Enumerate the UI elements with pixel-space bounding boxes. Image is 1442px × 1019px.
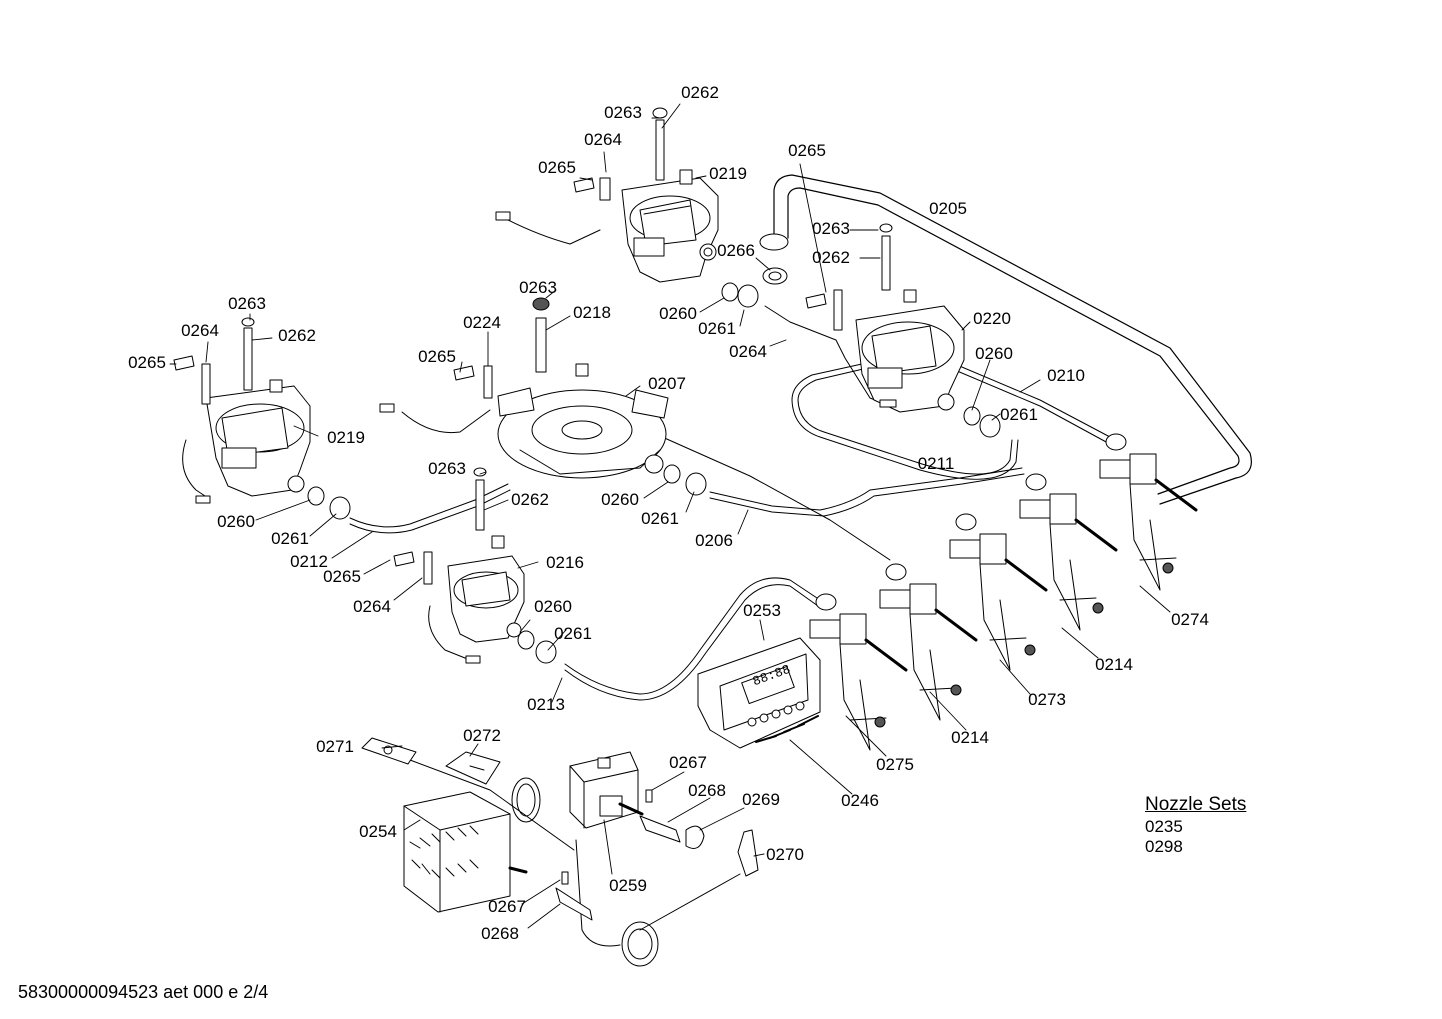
- part-label: 0265: [418, 347, 456, 366]
- part-label: 0263: [428, 459, 466, 478]
- part-label: 0263: [228, 294, 266, 313]
- part-label: 0261: [271, 529, 309, 548]
- part-label: 0260: [975, 344, 1013, 363]
- nozzle-sets-title: Nozzle Sets: [1145, 794, 1247, 815]
- part-label: 0272: [463, 726, 501, 745]
- part-label: 0267: [669, 753, 707, 772]
- part-label: 0261: [641, 509, 679, 528]
- burner-0216: [393, 467, 525, 664]
- gas-pipes: [182, 174, 1252, 947]
- part-label: 0262: [681, 83, 719, 102]
- part-label: 0266: [717, 241, 755, 260]
- part-label: 0263: [812, 219, 850, 238]
- part-label: 0219: [709, 164, 747, 183]
- thermostat-0259: [555, 751, 759, 967]
- pipe-0206: [709, 467, 1023, 511]
- part-label: 0224: [463, 313, 501, 332]
- part-label: 0261: [554, 624, 592, 643]
- leader-lines: [169, 103, 1171, 929]
- nozzle-set-item: 0235: [1145, 817, 1183, 836]
- part-label: 0265: [788, 141, 826, 160]
- part-label: 0261: [698, 319, 736, 338]
- burner-0219-left: [173, 317, 311, 504]
- pipe-0212: [349, 483, 509, 528]
- part-label: 0205: [929, 199, 967, 218]
- burner-0220: [805, 223, 965, 413]
- pipe-0205: [773, 174, 1252, 505]
- part-label: 0265: [128, 353, 166, 372]
- part-label: 0213: [527, 695, 565, 714]
- part-label: 0269: [742, 790, 780, 809]
- timer-0253: [697, 637, 821, 749]
- part-label: 0263: [604, 103, 642, 122]
- part-label: 0262: [511, 490, 549, 509]
- clips-0271-0272: [361, 737, 501, 785]
- part-label: 0264: [353, 597, 391, 616]
- part-label: 0264: [584, 130, 622, 149]
- part-label: 0264: [181, 321, 219, 340]
- part-label: 0262: [812, 248, 850, 267]
- part-label: 0211: [917, 454, 955, 473]
- part-label: 0214: [951, 728, 989, 747]
- part-label: 0219: [327, 428, 365, 447]
- part-label: 0273: [1028, 690, 1066, 709]
- part-label: 0263: [519, 278, 557, 297]
- part-label: 0260: [601, 490, 639, 509]
- part-label: 0260: [659, 304, 697, 323]
- part-label: 0264: [729, 342, 767, 361]
- part-label: 0261: [1000, 405, 1038, 424]
- part-label: 0260: [217, 512, 255, 531]
- burner-0207: [379, 297, 669, 479]
- part-label: 0271: [316, 737, 354, 756]
- part-label: 0259: [609, 876, 647, 895]
- fittings: [307, 233, 1001, 664]
- pipe-0211: [791, 359, 1019, 480]
- nozzle-set-item: 0298: [1145, 837, 1183, 856]
- part-label: 0254: [359, 822, 397, 841]
- part-label: 0216: [546, 553, 584, 572]
- document-code: 58300000094523 aet 000 e 2/4: [18, 982, 269, 1002]
- part-label: 0253: [743, 601, 781, 620]
- part-label: 0212: [290, 552, 328, 571]
- pipe-0213: [564, 577, 821, 695]
- part-label: 0218: [573, 303, 611, 322]
- part-label: 0260: [534, 597, 572, 616]
- part-label: 0246: [841, 791, 879, 810]
- part-label: 0206: [695, 531, 733, 550]
- part-label: 0220: [973, 309, 1011, 328]
- part-label: 0207: [648, 374, 686, 393]
- pipe-0210: [949, 361, 1111, 438]
- part-label: 0275: [876, 755, 914, 774]
- part-label: 0265: [538, 158, 576, 177]
- burner-0219-top: [495, 107, 719, 283]
- switch-block-0254: [403, 777, 541, 913]
- part-label: 0270: [766, 845, 804, 864]
- gas-valves: [809, 433, 1198, 751]
- part-label: 0274: [1171, 610, 1209, 629]
- part-label: 0214: [1095, 655, 1133, 674]
- part-label: 0268: [688, 781, 726, 800]
- part-label: 0268: [481, 924, 519, 943]
- part-label: 0265: [323, 567, 361, 586]
- part-label: 0210: [1047, 366, 1085, 385]
- part-label: 0262: [278, 326, 316, 345]
- part-label: 0267: [488, 897, 526, 916]
